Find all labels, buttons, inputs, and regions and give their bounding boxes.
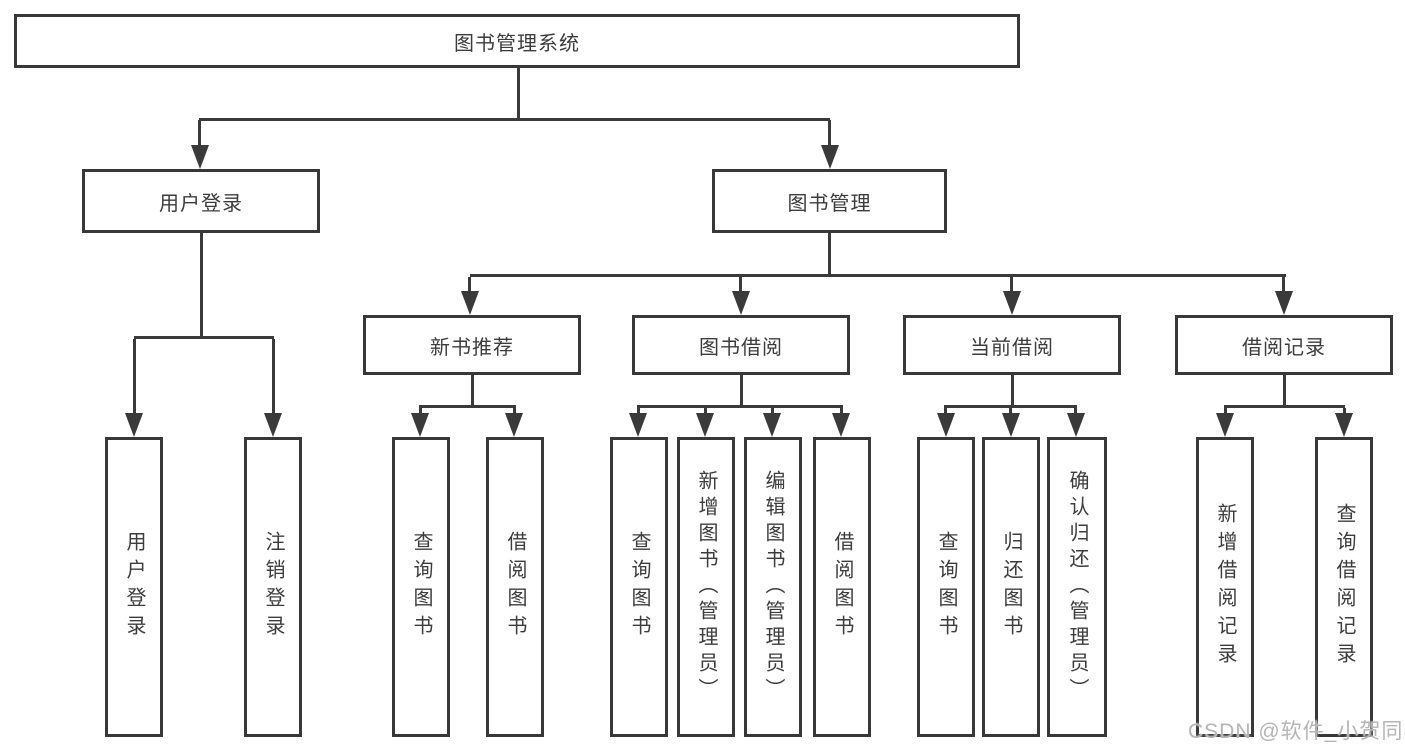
connector-line <box>199 118 830 121</box>
node-confirm-return-admin: 确认归还（管理员） <box>1047 437 1107 737</box>
connector-line <box>840 408 843 414</box>
arrow-down-icon <box>696 413 714 437</box>
arrow-down-icon <box>832 413 850 437</box>
connector-line <box>740 375 743 406</box>
connector-line <box>471 375 474 406</box>
connector-line <box>637 405 843 408</box>
connector-line <box>828 233 831 276</box>
arrow-down-icon <box>937 413 955 437</box>
node-label: 借阅记录 <box>1242 336 1326 359</box>
arrow-down-icon <box>732 291 750 315</box>
node-book-management: 图书管理 <box>712 169 947 233</box>
arrow-down-icon <box>125 413 143 437</box>
connector-line <box>272 339 275 414</box>
node-label: 用户登录 <box>123 531 145 643</box>
arrow-down-icon <box>1067 413 1085 437</box>
node-label: 新书推荐 <box>430 336 514 359</box>
node-borrowing-records: 借阅记录 <box>1175 315 1393 375</box>
connector-line <box>944 405 1077 408</box>
connector-line <box>470 274 1286 277</box>
node-return-book: 归还图书 <box>982 437 1040 737</box>
connector-line <box>198 120 201 147</box>
connector-line <box>1009 408 1012 414</box>
arrow-down-icon <box>821 145 839 169</box>
node-query-borrow-record: 查询借阅记录 <box>1315 437 1373 737</box>
connector-line <box>1224 408 1227 414</box>
node-label: 查询借阅记录 <box>1333 503 1355 671</box>
connector-line <box>828 120 831 147</box>
node-add-borrow-record: 新增借阅记录 <box>1196 437 1254 737</box>
arrow-down-icon <box>191 145 209 169</box>
node-add-book-admin: 新增图书（管理员） <box>677 437 735 737</box>
connector-line <box>1224 405 1345 408</box>
arrow-down-icon <box>461 291 479 315</box>
node-label: 当前借阅 <box>970 336 1054 359</box>
node-label: 注销登录 <box>262 531 284 643</box>
csdn-watermark: CSDN @软件_小贺同学 <box>1188 720 1405 743</box>
node-query-books-borrowing: 查询图书 <box>610 437 668 737</box>
connector-line <box>134 336 274 339</box>
node-user-login-leaf: 用户登录 <box>105 437 163 737</box>
node-label: 查询图书 <box>935 531 957 643</box>
node-edit-book-admin: 编辑图书（管理员） <box>744 437 802 737</box>
node-label: 图书管理 <box>787 192 872 215</box>
connector-line <box>739 277 742 292</box>
node-query-books-current: 查询图书 <box>917 437 975 737</box>
arrow-down-icon <box>1335 413 1353 437</box>
arrow-down-icon <box>1003 291 1021 315</box>
node-label: 查询图书 <box>410 531 432 643</box>
arrow-down-icon <box>1002 413 1020 437</box>
connector-line <box>1282 277 1285 292</box>
node-label: 用户登录 <box>159 192 243 215</box>
connector-line <box>468 277 471 292</box>
arrow-down-icon <box>411 413 429 437</box>
arrow-down-icon <box>1216 413 1234 437</box>
connector-line <box>704 408 707 414</box>
connector-line <box>637 408 640 414</box>
node-borrow-books-borrowing: 借阅图书 <box>813 437 871 737</box>
node-label: 确认归还（管理员） <box>1066 470 1088 704</box>
connector-line <box>200 233 203 338</box>
connector-line <box>513 408 516 414</box>
connector-line <box>419 408 422 414</box>
node-library-management-system: 图书管理系统 <box>14 14 1020 68</box>
connector-line <box>1010 277 1013 292</box>
connector-line <box>133 339 136 414</box>
node-user-login: 用户登录 <box>82 169 320 233</box>
arrow-down-icon <box>505 413 523 437</box>
node-label: 查询图书 <box>628 531 650 643</box>
node-query-books-recommend: 查询图书 <box>392 437 450 737</box>
node-label: 图书管理系统 <box>454 32 580 55</box>
connector-line <box>1074 408 1077 414</box>
connector-line <box>944 408 947 414</box>
node-label: 新增借阅记录 <box>1214 503 1236 671</box>
arrow-down-icon <box>1275 291 1293 315</box>
connector-line <box>517 68 520 120</box>
node-label: 借阅图书 <box>831 531 853 643</box>
node-new-book-recommend: 新书推荐 <box>363 315 581 375</box>
node-label: 借阅图书 <box>504 531 526 643</box>
connector-line <box>1283 375 1286 406</box>
arrow-down-icon <box>264 413 282 437</box>
node-label: 新增图书（管理员） <box>695 470 717 704</box>
node-borrow-books-recommend: 借阅图书 <box>486 437 544 737</box>
arrow-down-icon <box>629 413 647 437</box>
node-label: 归还图书 <box>1000 531 1022 643</box>
node-label: 图书借阅 <box>699 336 783 359</box>
node-current-borrowing: 当前借阅 <box>903 315 1121 375</box>
connector-line <box>771 408 774 414</box>
node-label: 编辑图书（管理员） <box>762 470 784 704</box>
connector-line <box>419 405 516 408</box>
connector-line <box>1011 375 1014 406</box>
arrow-down-icon <box>763 413 781 437</box>
node-book-borrowing: 图书借阅 <box>632 315 850 375</box>
connector-line <box>1343 408 1346 414</box>
node-logout: 注销登录 <box>244 437 302 737</box>
